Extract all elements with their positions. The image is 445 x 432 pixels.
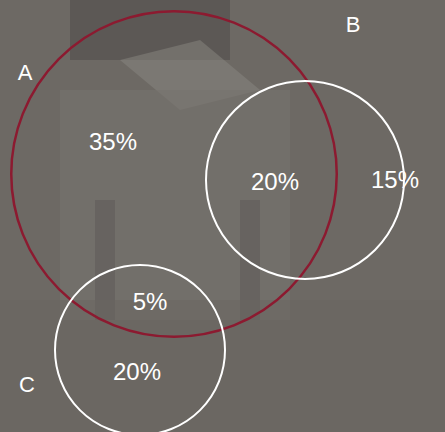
set-letter: B <box>346 14 361 36</box>
percentage: 20% <box>113 360 161 384</box>
percentage: 15% <box>371 168 419 192</box>
machine-body <box>60 90 290 320</box>
overlap-percentage: 5% <box>133 290 168 314</box>
percentage: 35% <box>89 130 137 154</box>
circle-stroke <box>11 11 337 337</box>
circle-stroke <box>55 265 225 432</box>
set-letter: A <box>18 62 33 84</box>
set-circle: B15% <box>205 80 405 280</box>
set-letter: C <box>19 374 35 396</box>
overlap-percentage: 20% <box>251 170 299 194</box>
